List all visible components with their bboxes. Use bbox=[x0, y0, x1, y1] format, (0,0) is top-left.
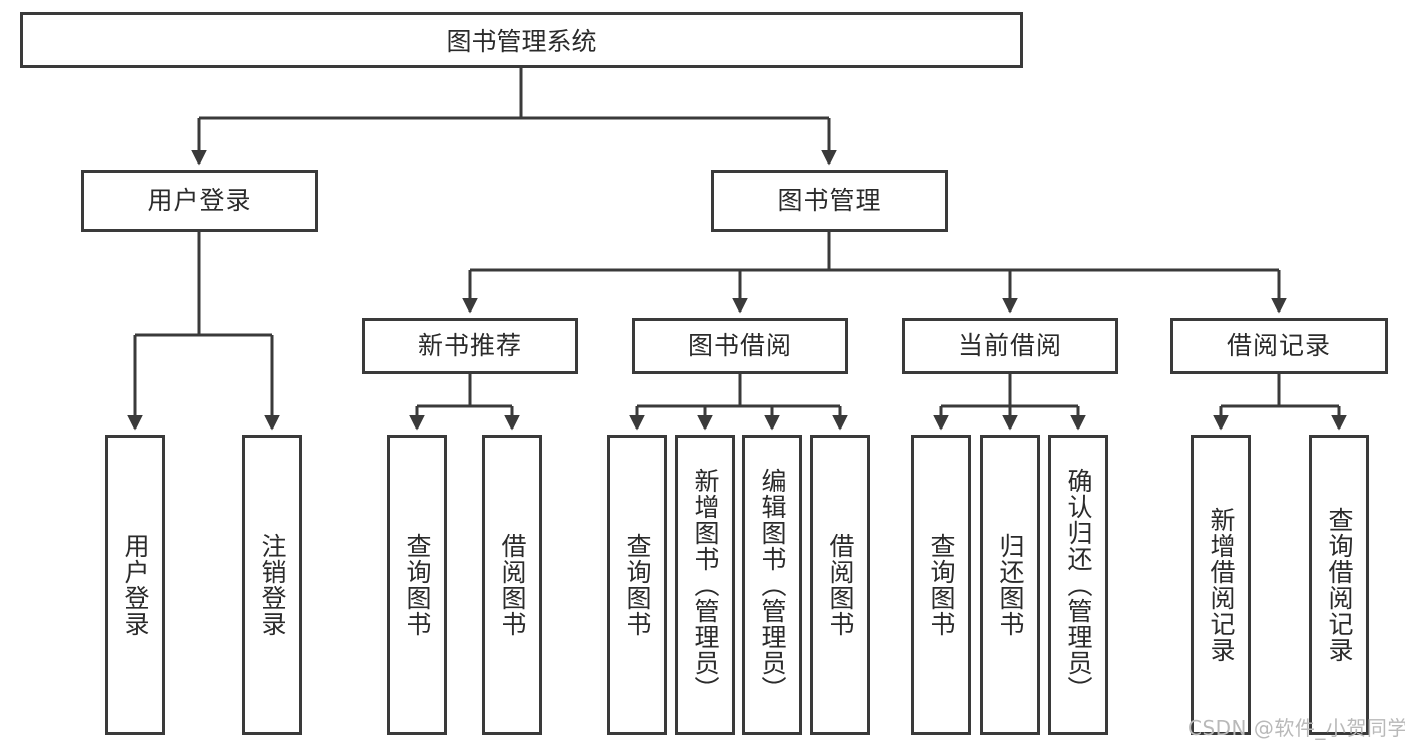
node-book-borrow[interactable]: 图书借阅 bbox=[632, 318, 848, 374]
node-borrow-record-label: 借阅记录 bbox=[1226, 331, 1331, 361]
leaf-add-book-label: 新增图书（管理员） bbox=[691, 468, 720, 702]
leaf-logout-login[interactable]: 注销登录 bbox=[242, 435, 302, 735]
leaf-query-record-label: 查询借阅记录 bbox=[1325, 507, 1354, 663]
leaf-query-book-3-label: 查询图书 bbox=[927, 533, 956, 637]
leaf-confirm-return[interactable]: 确认归还（管理员） bbox=[1048, 435, 1108, 735]
node-root[interactable]: 图书管理系统 bbox=[20, 12, 1023, 68]
leaf-return-book-label: 归还图书 bbox=[996, 533, 1025, 637]
leaf-query-book-1-label: 查询图书 bbox=[403, 533, 432, 637]
leaf-query-book-2-label: 查询图书 bbox=[623, 533, 652, 637]
leaf-edit-book-label: 编辑图书（管理员） bbox=[758, 468, 787, 702]
node-new-book-recommend-label: 新书推荐 bbox=[417, 331, 522, 361]
leaf-query-book-2[interactable]: 查询图书 bbox=[607, 435, 667, 735]
leaf-borrow-book-1[interactable]: 借阅图书 bbox=[482, 435, 542, 735]
leaf-logout-login-label: 注销登录 bbox=[258, 533, 287, 637]
node-current-borrow-label: 当前借阅 bbox=[957, 331, 1062, 361]
leaf-query-book-3[interactable]: 查询图书 bbox=[911, 435, 971, 735]
node-book-borrow-label: 图书借阅 bbox=[687, 331, 792, 361]
node-book-management-label: 图书管理 bbox=[777, 186, 882, 216]
leaf-add-book[interactable]: 新增图书（管理员） bbox=[675, 435, 735, 735]
leaf-confirm-return-label: 确认归还（管理员） bbox=[1064, 468, 1093, 702]
node-book-management[interactable]: 图书管理 bbox=[711, 170, 948, 232]
leaf-user-login[interactable]: 用户登录 bbox=[105, 435, 165, 735]
node-current-borrow[interactable]: 当前借阅 bbox=[902, 318, 1118, 374]
node-borrow-record[interactable]: 借阅记录 bbox=[1170, 318, 1388, 374]
leaf-query-record[interactable]: 查询借阅记录 bbox=[1309, 435, 1369, 735]
leaf-query-book-1[interactable]: 查询图书 bbox=[387, 435, 447, 735]
node-user-login[interactable]: 用户登录 bbox=[81, 170, 318, 232]
leaf-add-record[interactable]: 新增借阅记录 bbox=[1191, 435, 1251, 735]
leaf-borrow-book-2-label: 借阅图书 bbox=[826, 533, 855, 637]
leaf-return-book[interactable]: 归还图书 bbox=[980, 435, 1040, 735]
leaf-add-record-label: 新增借阅记录 bbox=[1207, 507, 1236, 663]
leaf-borrow-book-2[interactable]: 借阅图书 bbox=[810, 435, 870, 735]
node-new-book-recommend[interactable]: 新书推荐 bbox=[362, 318, 578, 374]
csdn-watermark: CSDN @软件_小贺同学 bbox=[1188, 716, 1405, 740]
node-root-label: 图书管理系统 bbox=[446, 27, 597, 56]
leaf-borrow-book-1-label: 借阅图书 bbox=[498, 533, 527, 637]
leaf-edit-book[interactable]: 编辑图书（管理员） bbox=[742, 435, 802, 735]
node-user-login-label: 用户登录 bbox=[147, 186, 252, 216]
leaf-user-login-label: 用户登录 bbox=[121, 533, 150, 637]
